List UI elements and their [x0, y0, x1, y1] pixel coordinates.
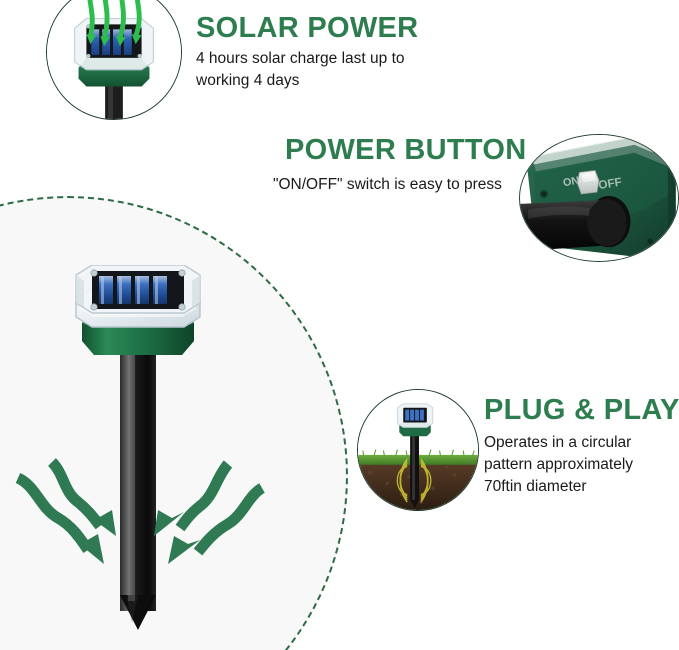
switch-label-on: ON [562, 175, 580, 189]
product-name: solar powered ultrasonic mole / gopher r… [0, 0, 1, 1]
feature-description-solar-power: 4 hours solar charge last up to working … [196, 50, 405, 89]
feature-title-solar-power: SOLAR POWER [196, 12, 419, 44]
feature-title-power-button: POWER BUTTON [285, 134, 527, 166]
feature-description-power-button: "ON/OFF" switch is easy to press [273, 176, 502, 193]
feature-description-plug-and-play: Operates in a circular pattern approxima… [484, 434, 634, 495]
solar-power-callout-image [46, 0, 182, 120]
pest-repelling-arrows [15, 458, 266, 564]
switch-label-off: OFF [597, 175, 622, 193]
stake-in-soil-with-sonic-waves-icon [358, 390, 478, 510]
power-button-callout-image: ON OFF [519, 134, 679, 262]
solar-panel-absorbing-sunlight-icon [47, 0, 181, 119]
feature-title-plug-and-play: PLUG & PLAY [484, 394, 679, 426]
on-off-switch-closeup-photo: ON OFF [520, 135, 678, 261]
hero-product-solar-repeller-stake [75, 265, 201, 630]
plug-and-play-callout-image [357, 389, 479, 511]
